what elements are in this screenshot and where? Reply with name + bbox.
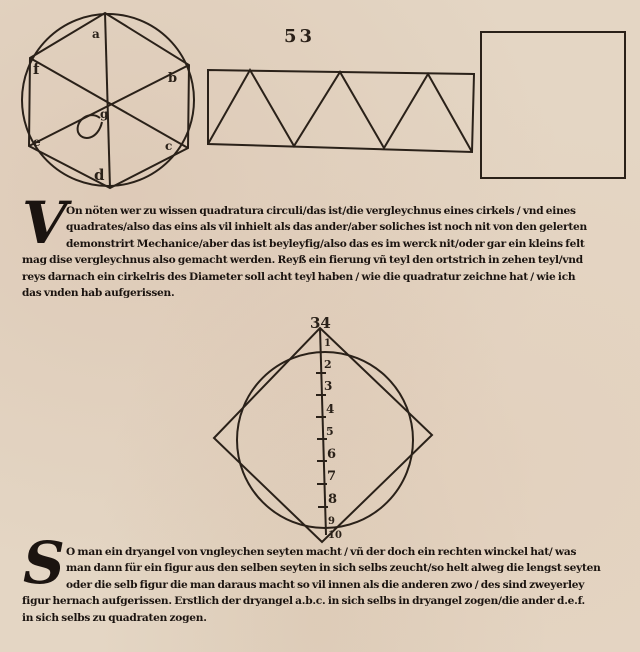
square-outline: [480, 31, 626, 179]
text-line: das vnden hab aufgerissen.: [22, 287, 175, 300]
triangles-rectangle-figure: [207, 67, 476, 154]
paragraph-quadratura: On nöten wer zu wissen quadratura circul…: [22, 203, 622, 301]
center-loop-mark: [76, 114, 103, 139]
text-line: mag dise vergleychnus also gemacht werde…: [22, 254, 583, 267]
top-label-34: 34: [310, 314, 331, 332]
label-g: g: [100, 107, 109, 121]
scale-diameter: [319, 327, 327, 536]
label-f: f: [33, 60, 41, 78]
text-line: oder die selb figur die man daraus macht…: [66, 578, 585, 591]
rectangle-frame: [207, 68, 476, 154]
scale-label-1: 1: [324, 338, 331, 349]
label-a: a: [92, 27, 100, 41]
text-line: figur hernach aufgerissen. Erstlich der …: [22, 595, 585, 608]
label-d: d: [94, 166, 105, 184]
circle-square-comparison-figure: 34 1 2 3 4 5 6 7 8 9 10: [212, 314, 434, 544]
scale-label-10: 10: [328, 530, 342, 541]
scale-label-5: 5: [326, 425, 334, 438]
text-line: demonstrirt Mechanice/aber das ist beyle…: [66, 237, 585, 250]
text-line: O man ein dryangel von vngleychen seyten…: [66, 546, 577, 558]
text-line: in sich selbs zu quadraten zogen.: [22, 611, 207, 624]
scale-ticks: [316, 372, 328, 508]
paragraph-dryangel: O man ein dryangel von vngleychen seyten…: [22, 544, 622, 626]
scale-label-9: 9: [328, 516, 335, 527]
scale-label-4: 4: [326, 402, 334, 416]
text-line: man dann für ein figur aus den selben se…: [66, 562, 601, 575]
page-number: 53: [284, 26, 316, 47]
scale-label-2: 2: [324, 358, 332, 371]
scale-label-8: 8: [328, 492, 337, 507]
drop-cap-v: V: [22, 189, 68, 257]
hexagon-circle-figure: a b c d e f g: [21, 11, 195, 190]
label-e: e: [33, 135, 41, 149]
rotated-square: [212, 326, 434, 544]
text-line: reys darnach ein cirkelris des Diameter …: [22, 270, 576, 283]
square-figure: [480, 31, 626, 179]
drop-cap-s: S: [23, 529, 65, 597]
scale-label-3: 3: [324, 379, 332, 393]
label-b: b: [168, 71, 177, 86]
scale-label-7: 7: [327, 469, 336, 484]
text-line: On nöten wer zu wissen quadratura circul…: [66, 205, 576, 217]
triangle-zigzag: [207, 67, 473, 153]
label-c: c: [165, 139, 172, 153]
diagonal-f-c: [29, 57, 189, 149]
diagonal-b-e: [28, 64, 190, 147]
text-line: quadrates/also das eins als vil inhielt …: [66, 221, 587, 234]
scale-label-6: 6: [327, 447, 336, 462]
diagonal-a-d: [104, 12, 111, 189]
